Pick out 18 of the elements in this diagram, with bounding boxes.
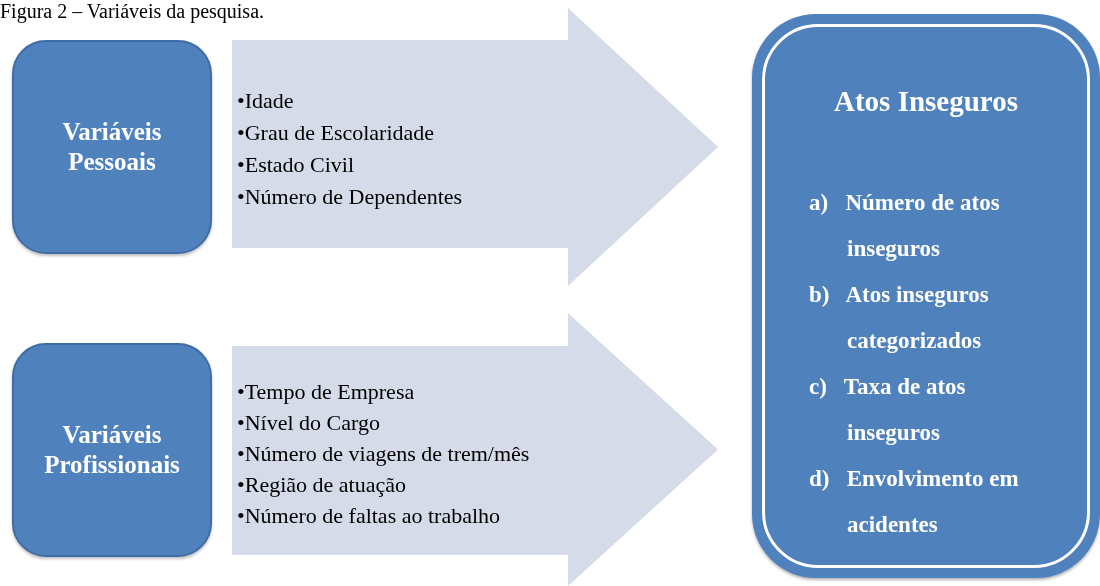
list-item: •Grau de Escolaridade (237, 122, 435, 144)
box-label: Variáveis Profissionais (43, 420, 181, 480)
list-item: •Número de viagens de trem/mês (237, 443, 530, 465)
rounded-box (12, 343, 212, 557)
list-item: •Nível do Cargo (237, 412, 380, 434)
list-item: d) Envolvimento em acidentes (809, 465, 1020, 539)
list-item: •Número de Dependentes (237, 186, 463, 208)
list-item: •Estado Civil (237, 154, 355, 176)
list-item: •Tempo de Empresa (237, 381, 415, 403)
list-item: •Idade (237, 90, 294, 112)
list-panel (232, 313, 718, 586)
rounded-panel (752, 14, 1100, 578)
rounded-box (12, 40, 212, 254)
box-label: Variáveis Pessoais (61, 117, 163, 177)
list-item: •Número de faltas ao trabalho (237, 505, 501, 527)
list-item: •Região de atuação (237, 474, 406, 496)
figure-title: Figura 2 – Variáveis da pesquisa. (0, 0, 265, 23)
panel-heading: Atos Inseguros (833, 85, 1019, 118)
